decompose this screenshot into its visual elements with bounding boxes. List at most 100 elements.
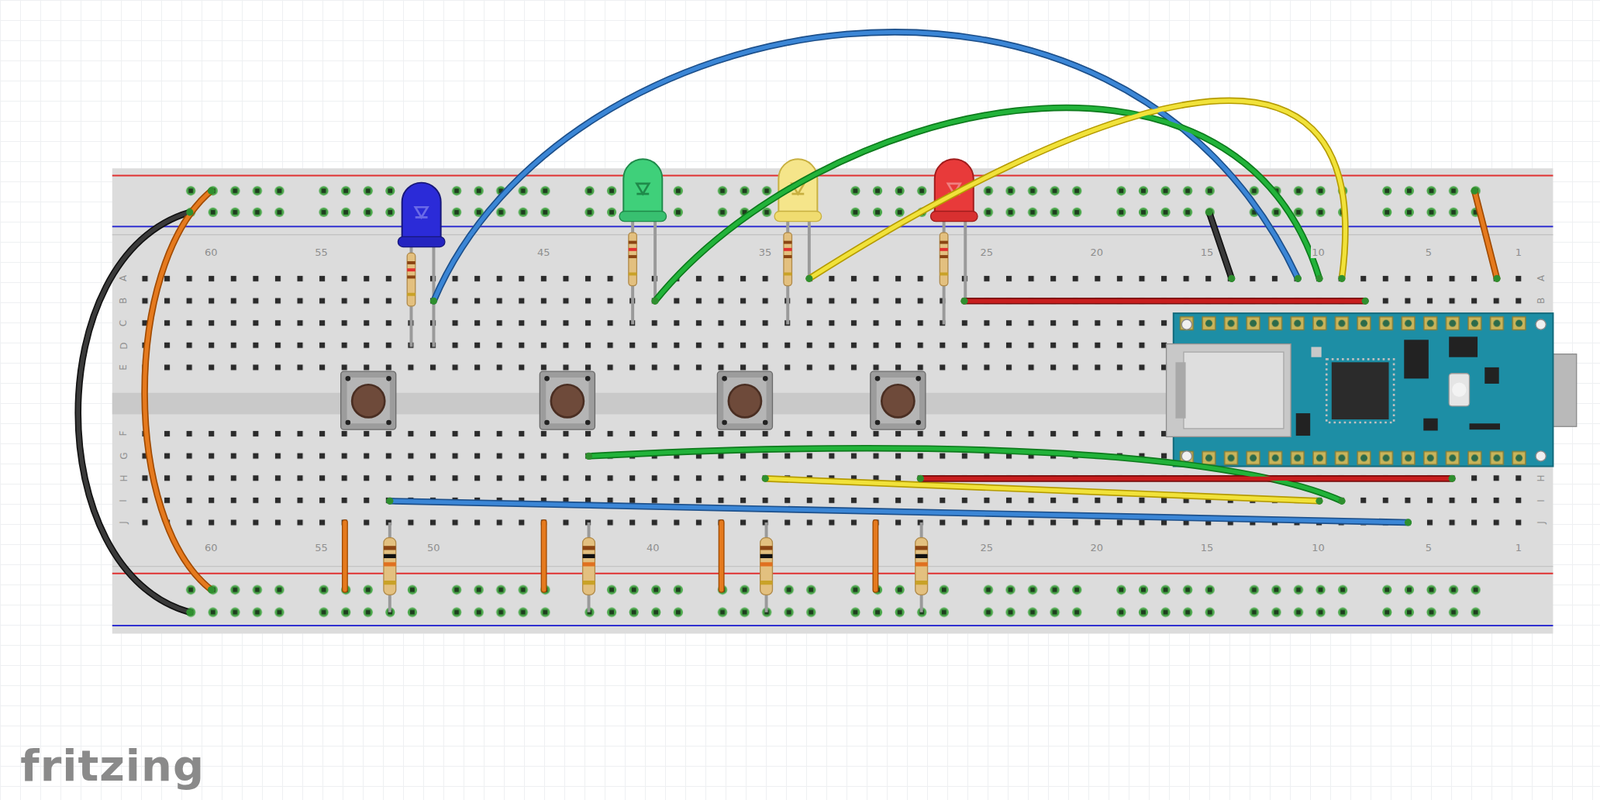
column-number: 25 bbox=[979, 246, 994, 259]
led bbox=[628, 241, 638, 245]
breadboard-body bbox=[179, 579, 1487, 625]
column-number: 60 bbox=[203, 246, 219, 259]
arduino-nano bbox=[1310, 347, 1321, 358]
push-button bbox=[870, 371, 926, 430]
arduino-nano bbox=[1181, 451, 1192, 462]
arduino-nano bbox=[1175, 362, 1186, 418]
jumper-wire bbox=[1209, 212, 1232, 280]
led bbox=[939, 255, 949, 259]
jumper-wire bbox=[960, 297, 968, 305]
led bbox=[623, 158, 663, 217]
jumper-wire bbox=[809, 100, 1346, 279]
jumper-wire bbox=[585, 452, 593, 460]
push-button bbox=[876, 377, 920, 424]
push-button bbox=[723, 377, 766, 424]
row-letter: D bbox=[117, 341, 129, 351]
push-button bbox=[875, 420, 881, 426]
push-button bbox=[386, 375, 392, 382]
push-button bbox=[717, 371, 773, 430]
column-number: 50 bbox=[426, 541, 442, 554]
led bbox=[807, 220, 811, 280]
resistor-symbol bbox=[383, 580, 397, 585]
jumper-wire bbox=[718, 522, 725, 590]
column-number: 55 bbox=[313, 541, 329, 554]
resistor-symbol bbox=[582, 522, 596, 613]
resistor-symbol bbox=[582, 545, 596, 550]
jumper-wire bbox=[78, 212, 190, 613]
jumper-wire bbox=[207, 187, 215, 195]
jumper-wire bbox=[78, 31, 1497, 612]
column-number: 55 bbox=[313, 246, 329, 259]
jumper-wire bbox=[78, 31, 1497, 612]
jumper-wire bbox=[1294, 275, 1302, 283]
jumper-wire bbox=[389, 500, 1409, 523]
arduino-nano bbox=[1469, 423, 1500, 430]
column-number: 10 bbox=[1310, 246, 1326, 259]
jumper-wire bbox=[762, 475, 769, 483]
resistor-symbol bbox=[582, 580, 596, 585]
jumper-wire bbox=[389, 500, 1409, 523]
push-button bbox=[544, 420, 550, 426]
arduino-nano bbox=[1448, 336, 1478, 357]
led bbox=[939, 241, 949, 245]
arduino-nano bbox=[1175, 444, 1531, 468]
row-letter: A bbox=[1535, 274, 1547, 283]
jumper-wire bbox=[1362, 297, 1369, 305]
led bbox=[402, 182, 442, 244]
breadboard-body bbox=[112, 234, 1554, 235]
push-button bbox=[386, 420, 392, 426]
resistor-symbol bbox=[760, 522, 773, 613]
column-number: 5 bbox=[1424, 246, 1433, 259]
led bbox=[406, 275, 416, 279]
push-button bbox=[345, 420, 352, 426]
jumper-wire bbox=[344, 522, 876, 590]
led bbox=[406, 252, 416, 306]
jumper-wire bbox=[1404, 518, 1412, 526]
row-letter: J bbox=[1534, 520, 1546, 525]
jumper-wire bbox=[1337, 497, 1345, 505]
led bbox=[939, 248, 949, 252]
push-button bbox=[545, 377, 589, 424]
jumper-wire bbox=[809, 100, 1346, 279]
row-letter: H bbox=[1535, 474, 1547, 483]
jumper-wire bbox=[144, 190, 212, 590]
led bbox=[636, 183, 649, 194]
jumper-wire bbox=[186, 608, 194, 616]
jumper-wire bbox=[964, 297, 1366, 305]
resistor-symbol bbox=[915, 522, 928, 613]
arduino-nano bbox=[1535, 451, 1546, 462]
led bbox=[930, 210, 978, 221]
led bbox=[628, 255, 638, 259]
breadboard-body bbox=[112, 624, 1554, 627]
jumper-wire bbox=[144, 190, 212, 590]
breadboard-body bbox=[112, 572, 1554, 575]
push-button bbox=[551, 384, 584, 418]
column-number: 40 bbox=[645, 541, 661, 554]
push-button bbox=[585, 420, 591, 426]
led bbox=[406, 261, 416, 265]
arduino-nano bbox=[1326, 358, 1394, 423]
breadboard-body bbox=[112, 565, 1554, 567]
resistor-symbol bbox=[760, 537, 773, 596]
resistor-symbol bbox=[915, 537, 928, 596]
column-number: 25 bbox=[979, 541, 994, 554]
led bbox=[397, 158, 978, 347]
resistor-symbol bbox=[760, 562, 773, 566]
arduino-nano bbox=[1423, 418, 1438, 432]
resistor-symbol bbox=[915, 554, 928, 559]
jumper-wire bbox=[1470, 187, 1478, 195]
push-button bbox=[345, 375, 352, 382]
resistor-symbol bbox=[760, 554, 773, 559]
jumper-wire bbox=[765, 478, 1320, 501]
breadboard-body bbox=[112, 225, 1554, 228]
resistor-symbol bbox=[383, 537, 397, 596]
led bbox=[406, 268, 416, 272]
row-letter: C bbox=[117, 319, 129, 328]
led bbox=[397, 182, 445, 348]
jumper-wire bbox=[186, 187, 1500, 617]
column-number: 15 bbox=[1200, 541, 1215, 554]
resistor-symbol bbox=[582, 554, 596, 559]
arduino-nano bbox=[1296, 413, 1311, 436]
